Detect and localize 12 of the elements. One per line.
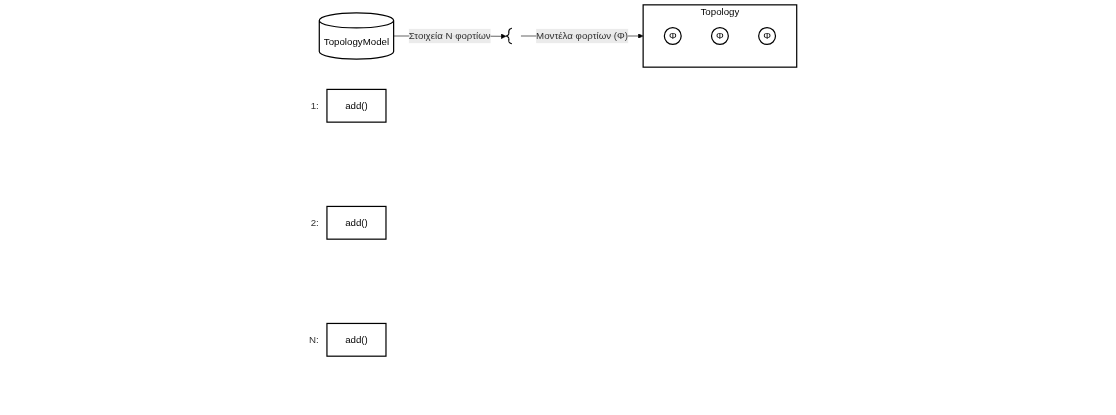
node-box: add() xyxy=(326,88,387,123)
node-label: 1: xyxy=(310,100,319,111)
node-box: add() xyxy=(326,205,387,240)
node-circle: Φ xyxy=(710,27,729,46)
edge-label: Μοντέλα φορτίων (Φ) xyxy=(536,30,628,41)
node-label: N: xyxy=(309,334,319,345)
edge-label: Στοιχεία Ν φορτίων xyxy=(408,30,491,41)
node-label: 2: xyxy=(310,217,319,228)
node-box: add() xyxy=(326,322,387,357)
node-circle: Φ xyxy=(663,27,682,46)
node-circle: Φ xyxy=(758,27,777,46)
node-brace xyxy=(505,27,513,45)
